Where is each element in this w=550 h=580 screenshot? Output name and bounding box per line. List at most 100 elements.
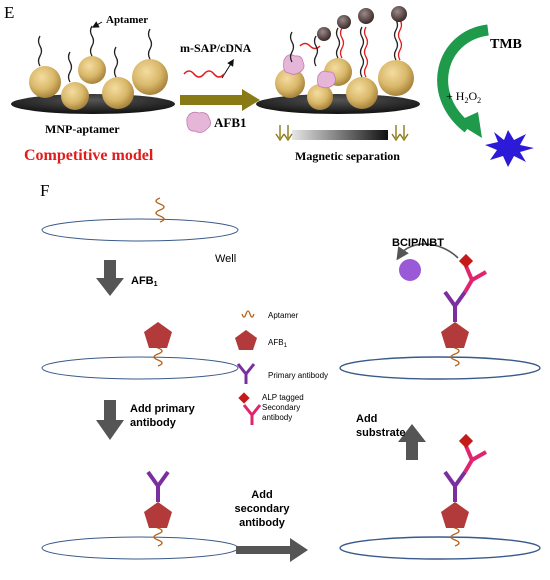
bcip-nbt-label: BCIP/NBT <box>392 237 444 249</box>
afb1-pentagon <box>144 502 172 528</box>
legend-aptamer-icon <box>241 310 255 318</box>
aptamer-icon <box>155 197 165 223</box>
mnp-bead <box>346 77 378 109</box>
step4-label-1: Add <box>356 413 377 425</box>
well-4 <box>339 536 541 560</box>
well-2 <box>41 356 239 380</box>
aptamer-strand <box>113 46 119 78</box>
step-arrow-2 <box>96 400 124 440</box>
tmb-label: TMB <box>490 37 522 52</box>
mnp-after-plate <box>256 6 420 114</box>
step-arrow-3 <box>236 538 308 562</box>
legend-primary-icon <box>236 363 256 384</box>
reaction-arrow <box>180 89 260 111</box>
m-sap-sphere <box>317 27 331 41</box>
cdna-strand <box>363 26 369 78</box>
aptamer-strand <box>67 51 73 83</box>
aptamer-strand <box>393 19 399 61</box>
aptamer-strand <box>89 25 95 57</box>
well-5 <box>339 356 541 380</box>
legend-primary: Primary antibody <box>268 371 328 380</box>
well-label: Well <box>215 253 236 265</box>
legend-secondary-1: ALP tagged <box>262 393 304 402</box>
panel-f: F Well AFB1 Add primary antibody Add sec… <box>40 181 541 562</box>
step2-label-2: antibody <box>130 417 177 429</box>
color-burst <box>485 130 534 167</box>
alp-enzyme <box>458 253 474 269</box>
m-sap-sphere <box>358 8 374 24</box>
legend-secondary-3: antibody <box>262 413 292 422</box>
step3-label-3: antibody <box>239 517 286 529</box>
legend-afb1-icon <box>235 330 257 350</box>
m-sap-sphere <box>391 6 407 22</box>
tmb-curved-arrow <box>437 24 490 133</box>
aptamer-strand <box>289 31 295 63</box>
panel-e-letter: E <box>4 3 14 22</box>
mnp-bead <box>132 59 168 95</box>
mnp-bead <box>275 68 305 98</box>
magnet-arrows-right <box>391 125 409 142</box>
alp-enzyme <box>458 433 474 449</box>
legend-alp-icon <box>238 392 250 404</box>
msap-cdna-label: m-SAP/cDNA <box>180 41 252 55</box>
cdna-strand <box>339 27 345 59</box>
substrate-conversion-arrow <box>396 243 459 261</box>
legend-secondary-icon <box>242 404 262 425</box>
competitive-model-label: Competitive model <box>24 147 154 164</box>
cdna-strand <box>397 19 403 61</box>
aptamer-strand <box>313 35 319 67</box>
aptamer-strand <box>335 27 341 59</box>
well-1 <box>41 218 239 242</box>
legend-afb1: AFB1 <box>268 338 288 349</box>
afb1-bound <box>283 54 305 75</box>
plate-disc <box>11 94 175 114</box>
mnp-bead <box>29 66 61 98</box>
legend-aptamer: Aptamer <box>268 311 299 320</box>
mnp-bead <box>102 77 134 109</box>
aptamer-strand <box>359 26 365 78</box>
aptamer-pointer <box>91 21 103 28</box>
step-arrow-4 <box>398 424 426 460</box>
h2o2-label: + H2O2 <box>446 89 481 105</box>
magnet-arrows-left <box>275 125 293 142</box>
afb1-pentagon <box>441 322 469 348</box>
legend-secondary-2: Secondary <box>262 403 300 412</box>
well-3 <box>41 536 239 560</box>
step-arrow-1 <box>96 260 124 296</box>
step3-label-1: Add <box>251 489 272 501</box>
aptamer-strand <box>37 35 43 67</box>
legend: Aptamer AFB1 Primary antibody ALP tagged… <box>235 310 328 425</box>
secondary-antibody <box>463 265 487 294</box>
step2-label-1: Add primary <box>130 403 196 415</box>
primary-antibody <box>146 470 170 502</box>
afb1-pentagon <box>144 322 172 348</box>
m-sap-sphere <box>337 15 351 29</box>
afb1-label: AFB1 <box>214 115 247 130</box>
step3-label-2: secondary <box>234 503 290 515</box>
mnp-aptamer-plate: Aptamer <box>11 14 175 114</box>
mnp-bead <box>78 56 106 84</box>
primary-antibody <box>443 470 467 502</box>
secondary-antibody <box>463 445 487 474</box>
primary-antibody <box>443 290 467 322</box>
afb1-pentagon <box>441 502 469 528</box>
plate-disc <box>256 94 420 114</box>
magnet-bar <box>292 130 388 140</box>
tmb-arrow-head <box>456 112 482 138</box>
mnp-bead <box>307 84 333 110</box>
panel-e: E Aptamer MNP-aptamer Competitive model … <box>4 3 534 167</box>
mnp-bead <box>378 60 414 96</box>
product-sphere <box>399 259 421 281</box>
magnetic-separation-label: Magnetic separation <box>295 149 400 163</box>
afb1-molecule <box>186 111 211 133</box>
aptamer-label: Aptamer <box>106 14 148 26</box>
step4-label-2: substrate <box>356 427 406 439</box>
mnp-bead <box>61 82 89 110</box>
step1-label: AFB1 <box>131 275 158 288</box>
panel-f-letter: F <box>40 181 49 200</box>
aptamer-strand <box>147 28 153 60</box>
cdna-strand <box>183 70 225 78</box>
mnp-aptamer-label: MNP-aptamer <box>45 122 120 136</box>
afb1-bound <box>317 70 336 89</box>
